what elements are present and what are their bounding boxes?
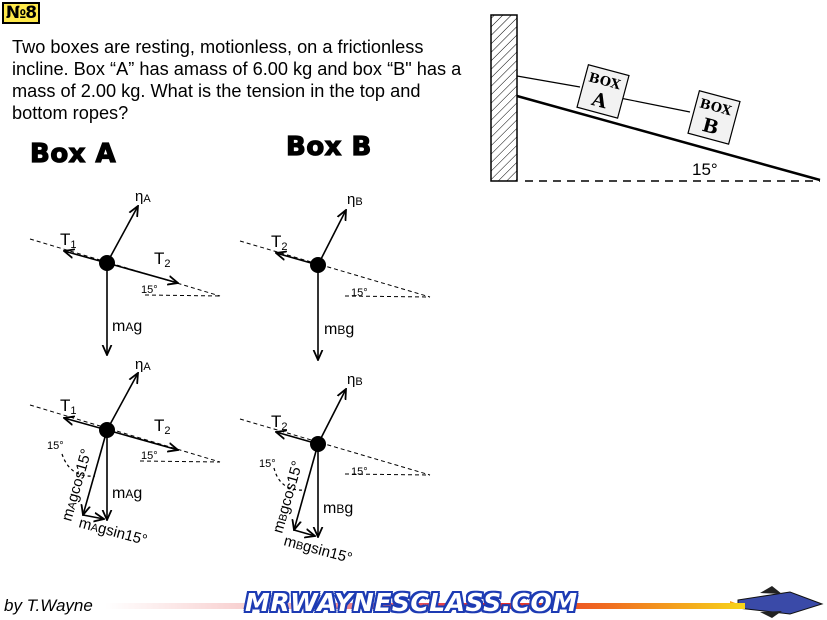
horizontal-guide xyxy=(344,473,431,476)
tension-top-label: T1 xyxy=(60,396,77,417)
horizontal-guide xyxy=(139,460,221,463)
horizontal-guide xyxy=(144,294,221,297)
tension-bottom-arrow xyxy=(106,262,178,283)
weight-label: mAg xyxy=(112,485,142,502)
weight-label: mAg xyxy=(112,318,142,335)
box-a-fbd-basic: ηA T1 T2 15° mAg xyxy=(29,188,221,355)
tension-top-label: T2 xyxy=(271,412,288,433)
parallel-component-arrow xyxy=(293,530,315,536)
box-a-fbd-components: ηA T1 T2 15° 15° mAg mAgcos15° mAgsin15° xyxy=(29,356,221,549)
perp-component-label: mAgcos15° xyxy=(59,447,96,523)
top-rope xyxy=(516,75,581,88)
angle-arc xyxy=(273,467,307,491)
incline-guide xyxy=(239,418,431,476)
incline-angle-label: 15° xyxy=(351,466,368,478)
component-angle-label: 15° xyxy=(47,440,64,452)
box-b-point xyxy=(310,436,326,452)
angle-label: 15° xyxy=(141,284,158,296)
angle-label: 15° xyxy=(351,287,368,299)
incline-angle-label: 15° xyxy=(141,450,158,462)
box-b-fbd-basic: ηB T2 15° mBg xyxy=(239,191,431,360)
footer-ribbon xyxy=(105,603,745,609)
normal-force-arrow xyxy=(106,206,138,264)
incline-surface xyxy=(516,94,821,182)
tension-top-label: T2 xyxy=(271,232,288,253)
box-b-fbd-components: ηB T2 15° 15° mBg mBgcos15° mBgsin15° xyxy=(239,371,431,567)
site-logo-text[interactable]: MRWAYNESCLASS.COM xyxy=(245,588,578,617)
tension-bottom-label: T2 xyxy=(154,249,171,270)
incline-box-a-letter: A xyxy=(589,88,610,113)
author-credit: by T.Wayne xyxy=(4,596,93,615)
incline-guide xyxy=(29,404,221,463)
tension-bottom-label: T2 xyxy=(154,416,171,437)
normal-label: ηB xyxy=(347,191,363,208)
incline-scene: BOX A BOX B 15° xyxy=(490,14,821,182)
incline-box-a: BOX A xyxy=(576,63,630,119)
normal-force-arrow xyxy=(317,210,346,266)
box-a-point xyxy=(99,255,115,271)
problem-statement: Two boxes are resting, motionless, on a … xyxy=(12,37,462,123)
incline-angle-label: 15° xyxy=(692,160,718,179)
box-a-point xyxy=(99,422,115,438)
slide-number-badge: №8 xyxy=(2,2,40,24)
wall xyxy=(490,14,518,182)
parallel-component-label: mBgsin15° xyxy=(282,532,354,567)
box-b-heading: Box B xyxy=(285,131,372,162)
incline-box-b-letter: B xyxy=(700,114,721,139)
incline-guide xyxy=(239,240,431,298)
normal-force-arrow xyxy=(106,373,138,431)
normal-label: ηA xyxy=(135,188,151,205)
perp-component-arrow xyxy=(83,429,108,515)
normal-label: ηB xyxy=(347,371,363,388)
parallel-component-arrow xyxy=(82,515,104,519)
parallel-component-label: mAgsin15° xyxy=(77,514,149,549)
bottom-rope xyxy=(619,97,691,113)
weight-label: mBg xyxy=(323,500,353,517)
tension-bottom-arrow xyxy=(106,429,178,450)
weight-label: mBg xyxy=(324,321,354,338)
perp-component-arrow xyxy=(294,443,319,530)
tension-top-label: T1 xyxy=(60,230,77,251)
box-b-point xyxy=(310,257,326,273)
box-a-heading: Box A xyxy=(29,138,117,169)
incline-box-b: BOX B xyxy=(687,89,741,145)
horizontal-guide xyxy=(344,295,431,298)
component-angle-label: 15° xyxy=(259,458,276,470)
normal-label: ηA xyxy=(135,356,151,373)
rocket-logo xyxy=(730,586,824,618)
normal-force-arrow xyxy=(317,389,346,445)
